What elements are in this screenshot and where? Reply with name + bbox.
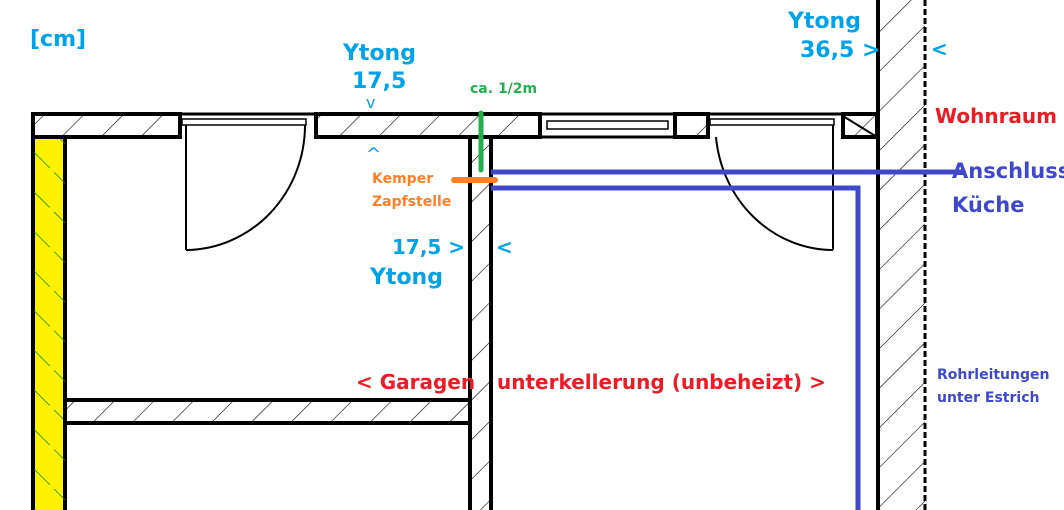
pipes-note-1: Rohrleitungen [937,367,1049,383]
tap-label-2: Zapfstelle [372,194,451,210]
top-wall-arrow-bottom: ^ [366,144,381,165]
outer-wall-arrow: < [931,37,948,61]
room-living-label: Wohnraum [935,104,1057,128]
outer-wall-thickness: 36,5 > [800,38,880,63]
door-left [180,112,316,251]
top-wall-arrow-top: v [366,93,375,112]
top-wall-thickness: 17,5 [352,69,406,94]
inner-wall-material: Ytong [369,265,443,290]
unit-label: [cm] [30,27,86,52]
left-insulated-wall [31,135,67,510]
outer-wall-material: Ytong [787,9,861,34]
distance-note: ca. 1/2m [470,81,537,97]
interior-wall [468,135,493,510]
inner-wall-thickness: 17,5 > [392,235,465,259]
garage-label-left: < Garagen [356,370,475,394]
window [538,112,677,139]
connection-label-2: Küche [952,193,1025,217]
door-right [708,112,878,251]
water-pipes [491,169,965,510]
outer-wall [876,0,927,510]
top-wall [31,112,879,139]
garage-wall [63,398,472,425]
garage-label-right: unterkellerung (unbeheizt) > [497,370,826,394]
inner-wall-arrow: < [496,235,513,259]
tap-label-1: Kemper [372,171,433,187]
pipes-note-2: unter Estrich [937,390,1039,406]
top-wall-material: Ytong [342,41,416,66]
connection-label-1: Anschluss [952,159,1064,183]
